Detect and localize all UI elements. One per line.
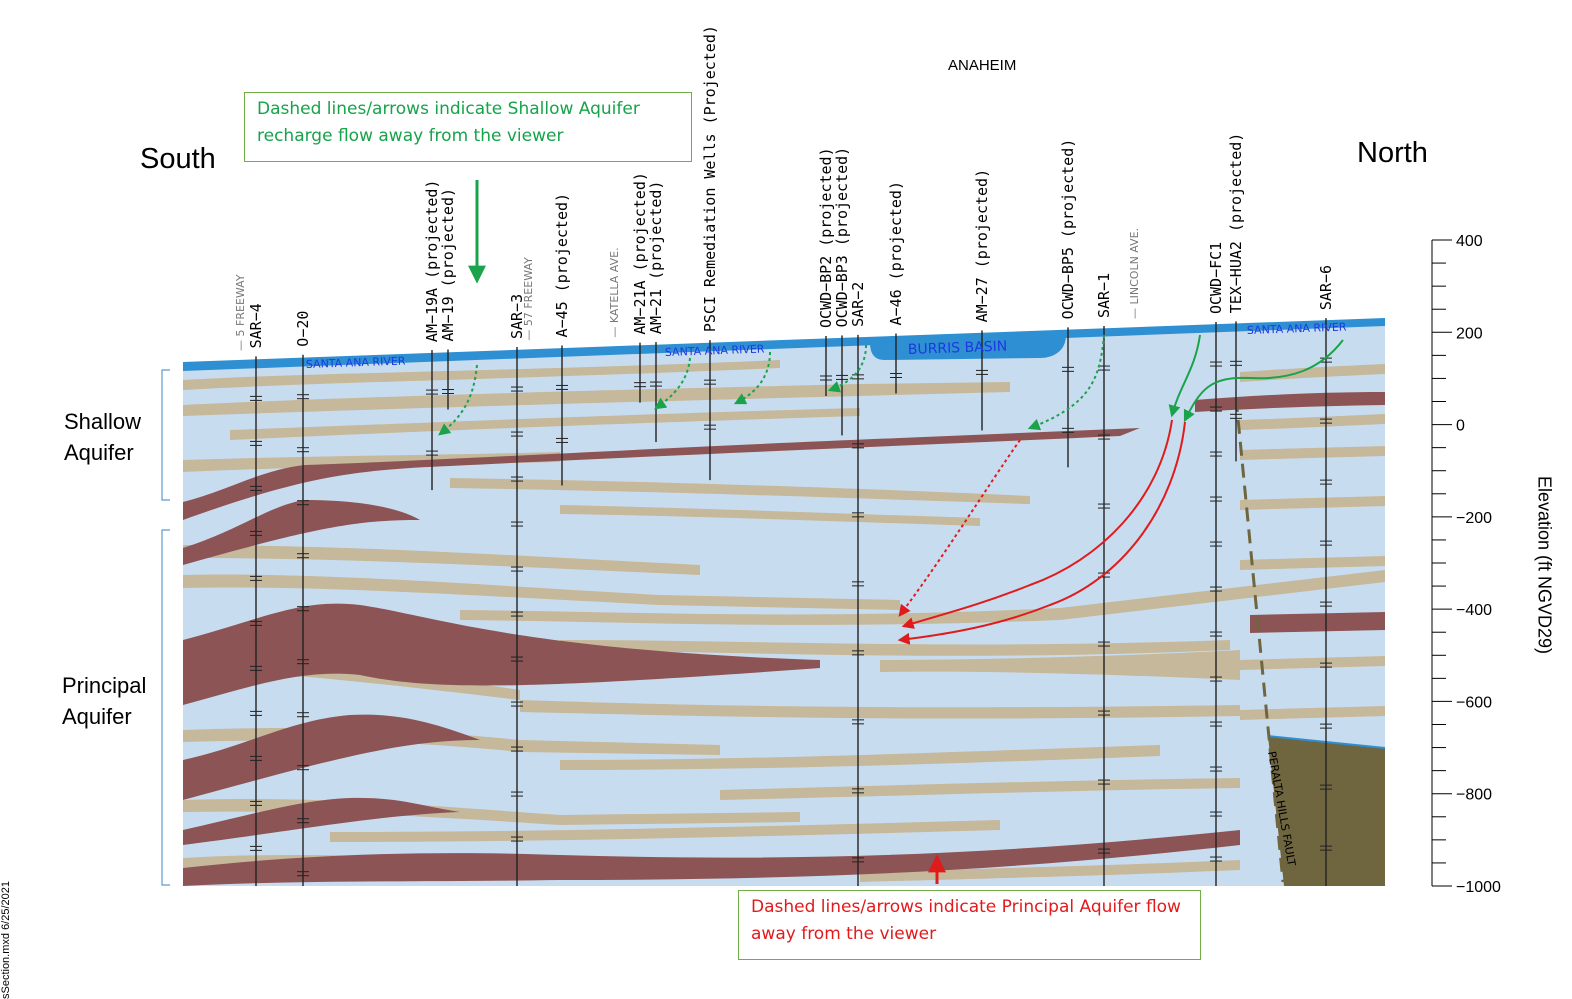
shallow-flow-arrow	[654, 357, 691, 410]
principal-flow-arrows	[897, 419, 1186, 884]
elevation-tick-label: −600	[1456, 694, 1492, 711]
well: OCWD−FC1	[1207, 242, 1225, 886]
well-label: AM−19A (projected)	[423, 180, 441, 343]
clay-layers	[183, 392, 1385, 886]
well: A−46 (projected)	[887, 181, 905, 394]
shallow-flow-arrow	[1027, 334, 1105, 431]
shallow-aquifer-label: Shallow Aquifer	[64, 409, 142, 465]
elevation-tick-label: −400	[1456, 602, 1492, 619]
shallow-flow-arrow	[438, 364, 478, 436]
principal-flow-arrow	[897, 421, 1186, 645]
river-label: SANTA ANA RIVER	[665, 343, 765, 359]
city-label: ANAHEIM	[948, 57, 1017, 74]
burris-basin	[870, 335, 1066, 360]
well-label: AM−21 (projected)	[647, 181, 665, 335]
elevation-tick-label: 400	[1456, 233, 1483, 250]
well: SAR−6	[1317, 265, 1335, 886]
well: SAR−2	[849, 282, 867, 886]
basin-label: BURRIS BASIN	[908, 339, 1008, 358]
well-label: AM−27 (projected)	[973, 169, 991, 323]
well: O−20	[294, 311, 312, 886]
well-label: SAR−3	[508, 294, 526, 339]
river-label: SANTA ANA RIVER	[306, 355, 406, 371]
principal-flow-arrow	[901, 419, 1173, 629]
south-label: South	[140, 143, 216, 175]
shallow-flow-arrow	[1183, 339, 1344, 423]
north-label: North	[1357, 137, 1428, 169]
well: AM−19A (projected)	[423, 180, 441, 491]
well: AM−21A (projected)	[631, 172, 649, 403]
shallow-aquifer-bracket	[161, 369, 170, 501]
well-label: AM−21A (projected)	[631, 172, 649, 335]
well-label: PSCI Remediation Wells (Projected)	[701, 25, 719, 332]
well-label: A−46 (projected)	[887, 181, 905, 326]
shallow-flow-arrow	[827, 344, 867, 393]
roads: — 5 FREEWAY — 57 FREEWAY — KATELLA AVE. — L…	[234, 228, 1141, 351]
well-label: SAR−1	[1095, 273, 1113, 318]
well: SAR−3	[508, 294, 526, 886]
well: AM−21 (projected)	[647, 181, 665, 443]
well-label: AM−19 (projected)	[439, 188, 457, 342]
well-label: A−45 (projected)	[553, 193, 571, 338]
well-label: OCWD−FC1	[1207, 242, 1225, 314]
shallow-flow-arrow	[733, 351, 771, 405]
road-label: — 57 FREEWAY	[522, 257, 535, 341]
principal-flow-note: Dashed lines/arrows indicate Principal A…	[738, 890, 1201, 960]
principal-aquifer-bracket	[161, 529, 170, 886]
road-label: — LINCOLN AVE.	[1128, 228, 1141, 319]
road-label: — 5 FREEWAY	[234, 274, 247, 351]
elevation-tick-label: −800	[1456, 787, 1492, 804]
fault-line	[1234, 397, 1285, 883]
elevation-axis: 400 200 0 −200 −400 −600 −800 −1000	[1431, 233, 1501, 896]
shallow-flow-arrow	[1168, 334, 1201, 418]
well: PSCI Remediation Wells (Projected)	[701, 25, 719, 481]
well: TEX−HUA2 (projected)	[1227, 133, 1245, 462]
elevation-tick-label: −1000	[1456, 879, 1501, 896]
well-label: SAR−2	[849, 282, 867, 327]
file-stamp: sSection.mxd 6/25/2021	[0, 880, 12, 999]
elevation-tick-label: 0	[1456, 418, 1465, 435]
principal-aquifer-label: Principal Aquifer	[62, 673, 147, 729]
elevation-axis-title: Elevation (ft NGVD29)	[1534, 475, 1555, 655]
river-label: SANTA ANA RIVER	[1247, 321, 1347, 337]
wells: SAR−4 O−20 AM−19A (projected)AM−19 (projec…	[247, 25, 1335, 886]
well: OCWD−BP5 (projected)	[1059, 139, 1077, 468]
well-label: SAR−4	[247, 303, 265, 348]
shallow-flow-note: Dashed lines/arrows indicate Shallow Aqu…	[244, 92, 692, 162]
well-label: OCWD−BP5 (projected)	[1059, 139, 1077, 320]
well: SAR−1	[1095, 273, 1113, 886]
well: SAR−4	[247, 303, 265, 886]
well: AM−27 (projected)	[973, 169, 991, 431]
river-surface	[183, 318, 1385, 371]
well: AM−19 (projected)	[439, 188, 457, 410]
well-label: O−20	[294, 311, 312, 347]
elevation-tick-label: 200	[1456, 325, 1483, 342]
well: A−45 (projected)	[553, 193, 571, 486]
well-label: OCWD−BP3 (projected)	[833, 147, 851, 328]
shallow-flow-arrows	[438, 180, 1344, 436]
road-label: — KATELLA AVE.	[608, 247, 621, 337]
well-label: SAR−6	[1317, 265, 1335, 310]
elevation-tick-label: −200	[1456, 510, 1492, 527]
well-label: OCWD−BP2 (projected)	[817, 147, 835, 328]
well-label: TEX−HUA2 (projected)	[1227, 133, 1245, 314]
well: OCWD−BP2 (projected)	[817, 147, 835, 396]
